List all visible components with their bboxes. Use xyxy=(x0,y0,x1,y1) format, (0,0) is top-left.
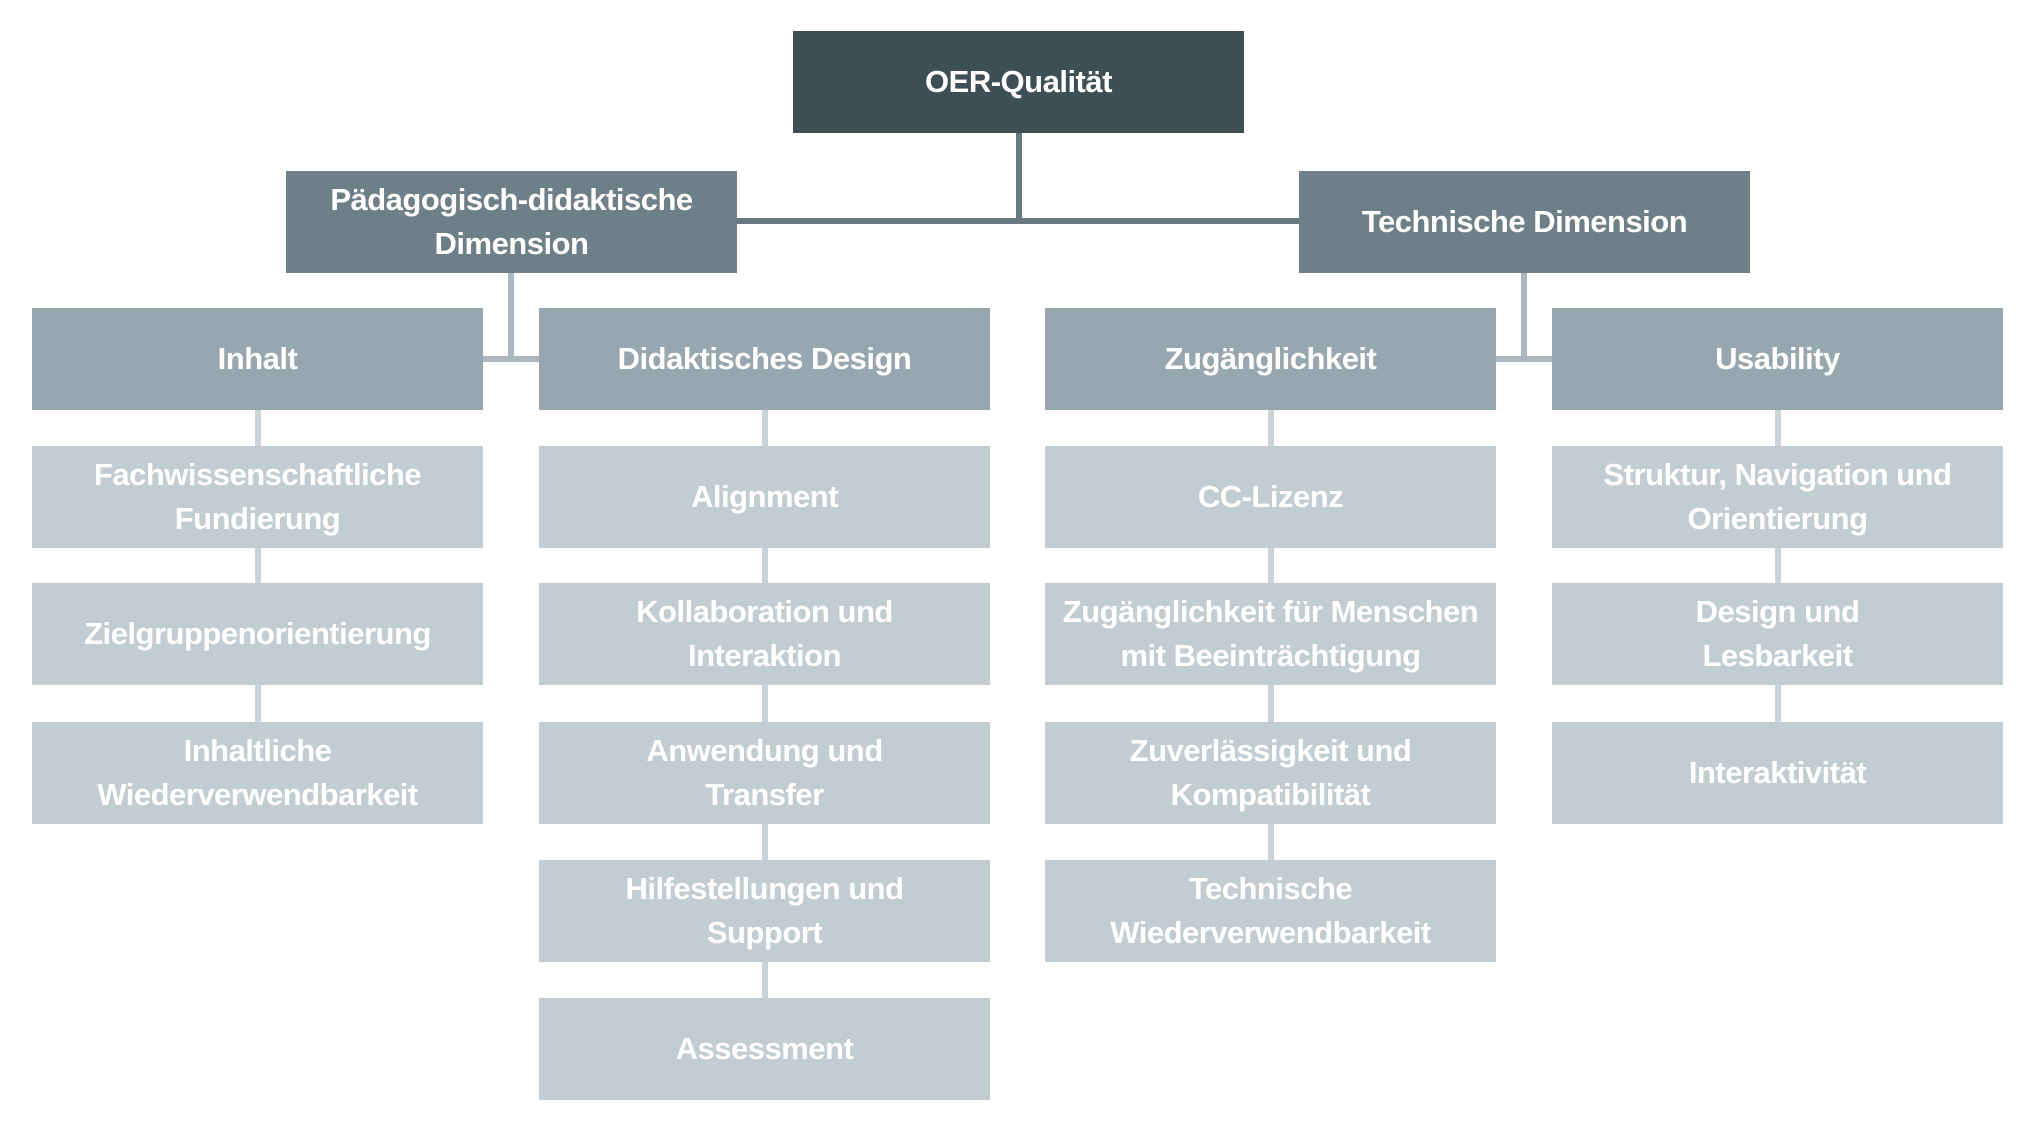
connector-zugaenglichkeit-3 xyxy=(1268,685,1274,722)
node-alignment: Alignment xyxy=(539,446,990,548)
node-kollaboration-und-interaktion: Kollaboration und Interaktion xyxy=(539,583,990,685)
node-assessment: Assessment xyxy=(539,998,990,1100)
connector-inhalt-3 xyxy=(255,685,261,722)
connector-didaktisches-design-1 xyxy=(762,410,768,446)
connector-zugaenglichkeit-1 xyxy=(1268,410,1274,446)
node-anwendung-und-transfer: Anwendung und Transfer xyxy=(539,722,990,824)
connector-root-vertical xyxy=(1016,133,1022,224)
node-interaktivitaet: Interaktivität xyxy=(1552,722,2003,824)
node-paedagogisch-didaktische-dimension: Pädagogisch-didaktische Dimension xyxy=(286,171,737,273)
connector-paedagogisch-horizontal xyxy=(483,356,539,362)
connector-didaktisches-design-2 xyxy=(762,548,768,583)
node-technische-dimension: Technische Dimension xyxy=(1299,171,1750,273)
connector-didaktisches-design-4 xyxy=(762,824,768,860)
connector-inhalt-1 xyxy=(255,410,261,446)
node-cc-lizenz: CC-Lizenz xyxy=(1045,446,1496,548)
connector-zugaenglichkeit-4 xyxy=(1268,824,1274,860)
node-didaktisches-design: Didaktisches Design xyxy=(539,308,990,410)
node-hilfestellungen-und-support: Hilfestellungen und Support xyxy=(539,860,990,962)
connector-usability-1 xyxy=(1775,410,1781,446)
node-oer-qualitaet: OER-Qualität xyxy=(793,31,1244,133)
connector-usability-3 xyxy=(1775,685,1781,722)
node-fachwissenschaftliche-fundierung: Fachwissenschaftliche Fundierung xyxy=(32,446,483,548)
connector-technische-horizontal xyxy=(1496,356,1552,362)
node-technische-wiederverwendbarkeit: Technische Wiederverwendbarkeit xyxy=(1045,860,1496,962)
connector-usability-2 xyxy=(1775,548,1781,583)
connector-zugaenglichkeit-2 xyxy=(1268,548,1274,583)
node-struktur-navigation-und-orientierung: Struktur, Navigation und Orientierung xyxy=(1552,446,2003,548)
node-zuverlaessigkeit-und-kompatibilitaet: Zuverlässigkeit und Kompatibilität xyxy=(1045,722,1496,824)
node-inhalt: Inhalt xyxy=(32,308,483,410)
node-design-und-lesbarkeit: Design und Lesbarkeit xyxy=(1552,583,2003,685)
node-zugaenglichkeit-fuer-menschen-mit-beeintraechtigung: Zugänglichkeit für Menschen mit Beeinträ… xyxy=(1045,583,1496,685)
connector-didaktisches-design-3 xyxy=(762,685,768,722)
connector-didaktisches-design-5 xyxy=(762,962,768,998)
node-zielgruppenorientierung: Zielgruppenorientierung xyxy=(32,583,483,685)
node-usability: Usability xyxy=(1552,308,2003,410)
connector-paedagogisch-vertical xyxy=(508,273,514,362)
node-zugaenglichkeit: Zugänglichkeit xyxy=(1045,308,1496,410)
connector-technische-vertical xyxy=(1521,273,1527,362)
connector-root-horizontal xyxy=(737,218,1299,224)
connector-inhalt-2 xyxy=(255,548,261,583)
node-inhaltliche-wiederverwendbarkeit: Inhaltliche Wiederverwendbarkeit xyxy=(32,722,483,824)
